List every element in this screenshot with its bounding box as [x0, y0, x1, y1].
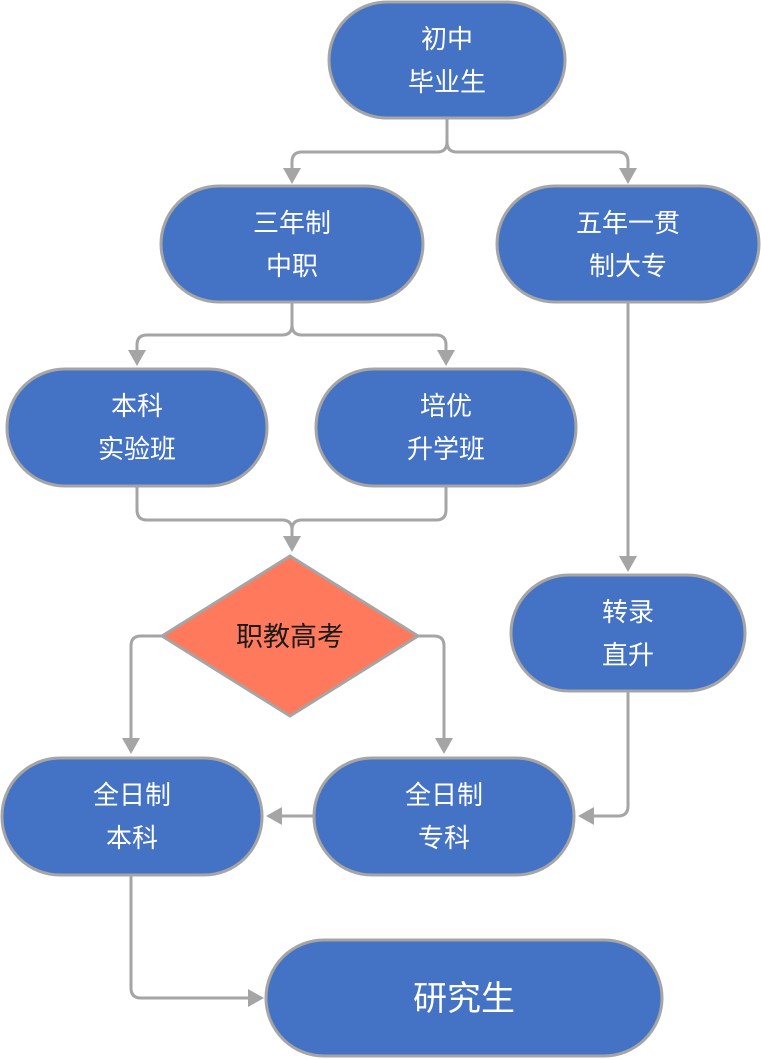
node-three-year: 三年制 中职	[159, 184, 425, 304]
node-postgrad: 研究生	[264, 938, 664, 1058]
arrowhead-to-postgrad	[248, 989, 264, 1007]
connector-bachelor-postgrad	[129, 876, 250, 1000]
node-excellence-class-line2: 升学班	[407, 435, 485, 465]
node-five-year-line2: 制大专	[589, 252, 667, 282]
decision-exam: 职教高考	[159, 554, 421, 718]
connector-classes-merge	[135, 487, 448, 538]
node-five-year: 五年一贯 制大专	[495, 184, 761, 304]
arrowhead-to-fulltime-college	[435, 738, 453, 754]
node-fulltime-bachelor: 全日制 本科	[0, 756, 264, 877]
node-fulltime-college-line2: 专科	[418, 824, 470, 854]
node-fulltime-college-line1: 全日制	[405, 781, 483, 811]
node-fulltime-bachelor-line2: 本科	[106, 824, 158, 854]
node-five-year-line1: 五年一贯	[576, 209, 680, 239]
connector-exam-bachelor	[129, 634, 162, 740]
arrowhead-to-fulltime-bachelor	[122, 738, 140, 754]
node-fulltime-college: 全日制 专科	[312, 756, 576, 877]
node-excellence-class-line1: 培优	[420, 392, 472, 422]
node-fulltime-bachelor-line1: 全日制	[93, 781, 171, 811]
node-undergrad-class-line2: 实验班	[98, 435, 176, 465]
node-transfer-line1: 转录	[602, 598, 654, 628]
node-transfer-line2: 直升	[602, 641, 654, 671]
node-three-year-line2: 中职	[266, 252, 318, 282]
arrowhead-to-three-year	[283, 168, 301, 184]
connector-three-year-split	[135, 302, 294, 352]
node-graduate-line1: 初中	[421, 25, 473, 55]
arrowhead-to-exam	[283, 536, 301, 552]
decision-exam-label: 职教高考	[236, 622, 344, 653]
node-undergrad-class: 本科 实验班	[5, 367, 269, 488]
connector-three-year-excellence	[290, 324, 448, 352]
connectors	[122, 118, 637, 1007]
arrowhead-to-five-year	[619, 168, 637, 184]
connector-graduate-split	[290, 118, 449, 170]
arrowhead-to-transfer	[619, 556, 637, 572]
arrowhead-to-excellence-class	[437, 350, 455, 366]
arrowhead-to-undergrad-class	[128, 350, 146, 366]
node-postgrad-label: 研究生	[413, 979, 515, 1019]
arrowhead-transfer-to-college	[578, 807, 594, 825]
node-excellence-class: 培优 升学班	[314, 367, 578, 488]
connector-transfer-college	[592, 691, 630, 818]
node-undergrad-class-line1: 本科	[111, 392, 163, 422]
node-graduate: 初中 毕业生	[327, 0, 567, 120]
connector-exam-college	[418, 634, 446, 740]
node-three-year-line1: 三年制	[253, 209, 331, 239]
connector-graduate-five-year	[445, 141, 630, 170]
arrowhead-college-to-bachelor	[266, 807, 282, 825]
node-transfer: 转录 直升	[509, 573, 747, 693]
node-graduate-line2: 毕业生	[408, 68, 486, 98]
